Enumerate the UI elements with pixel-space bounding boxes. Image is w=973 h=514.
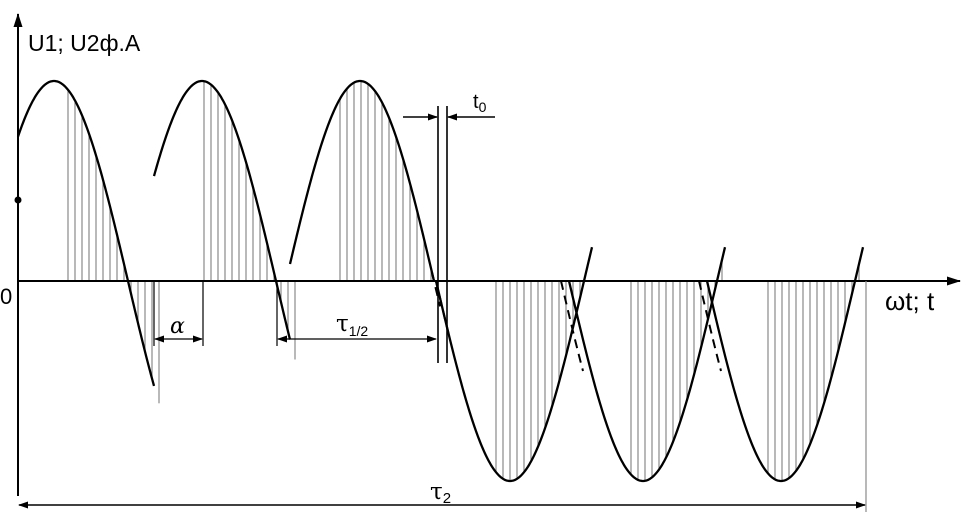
- y-axis-label: U1; U2ф.A: [28, 30, 141, 56]
- waveform-segment: [560, 280, 584, 372]
- hatched-regions: [67, 81, 860, 481]
- waveform-segment: [705, 246, 865, 483]
- start-point-dot: [14, 196, 22, 204]
- waveform-segment: [434, 246, 594, 483]
- waveform-segment: [698, 280, 722, 372]
- waveform-segment: [288, 79, 436, 282]
- origin-label: 0: [0, 284, 12, 309]
- waveform-segment: [152, 79, 292, 340]
- waveform-segment: [567, 246, 727, 483]
- alpha-label: α: [170, 314, 185, 339]
- waveform-segment: [16, 79, 156, 387]
- dashed-overlap-tails: [431, 272, 722, 372]
- tau2-label: τ2: [430, 479, 451, 507]
- t0-label: t0: [473, 91, 487, 115]
- tau-half-label: τ1/2: [336, 311, 368, 339]
- waveform-segment: [431, 272, 441, 307]
- x-axis-label: ωt; t: [885, 286, 935, 316]
- solid-waveform: [16, 79, 865, 483]
